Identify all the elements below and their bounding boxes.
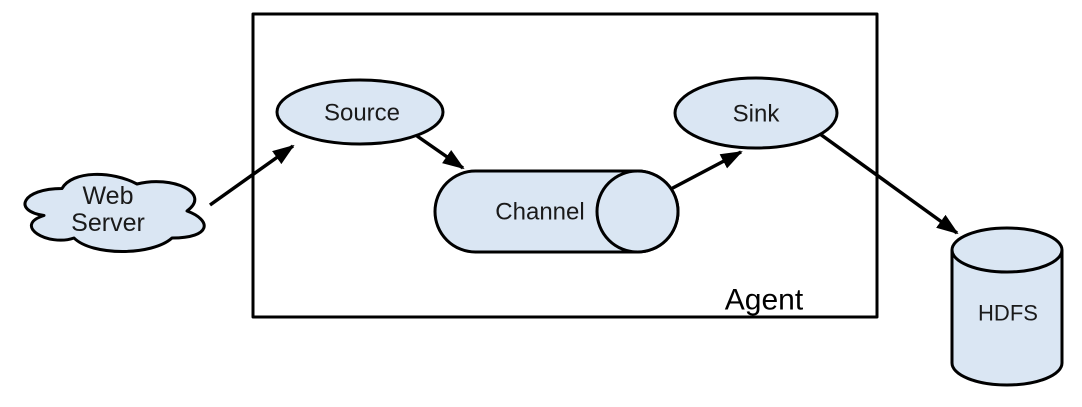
- edge-web-server-to-source: [208, 144, 295, 207]
- hdfs-body: [950, 250, 1064, 387]
- agent-label: Agent: [725, 284, 804, 317]
- sink-label: Sink: [733, 101, 781, 128]
- hdfs-node: HDFS: [950, 226, 1064, 387]
- agent-node: Agent: [251, 12, 879, 319]
- source-node: Source: [275, 78, 445, 146]
- channel-node: Channel: [433, 169, 680, 254]
- web-server-label-line2: Server: [71, 209, 145, 237]
- web-server-node: Web Server: [23, 172, 206, 253]
- edge-sink-to-hdfs: [818, 132, 959, 235]
- sink-node: Sink: [673, 76, 839, 150]
- source-ellipse: [275, 78, 445, 146]
- channel-end-cap: [595, 169, 680, 254]
- edge-source-to-channel: [416, 134, 465, 170]
- sink-ellipse: [673, 76, 839, 150]
- hdfs-label: HDFS: [978, 301, 1038, 326]
- hdfs-top-cap: [950, 226, 1064, 274]
- cloud-shape: [23, 172, 206, 253]
- web-server-label-line1: Web: [83, 182, 134, 210]
- channel-label: Channel: [495, 199, 584, 226]
- source-label: Source: [324, 100, 400, 127]
- agent-box: [251, 12, 879, 319]
